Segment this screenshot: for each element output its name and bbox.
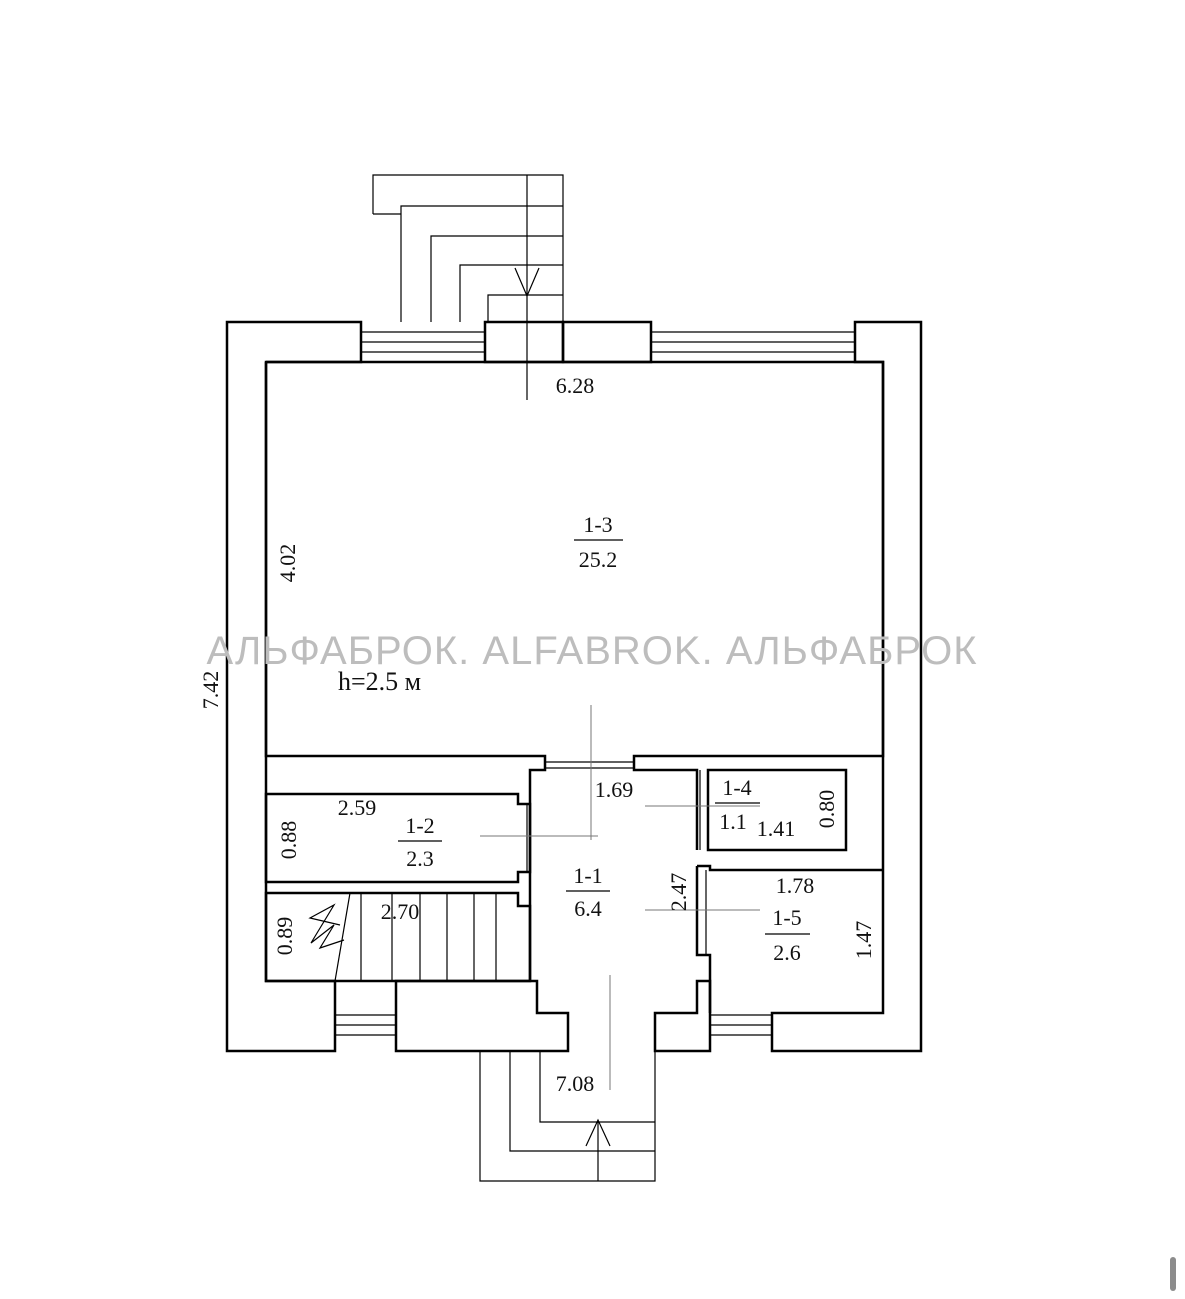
room-1-2-id: 1-2: [405, 813, 434, 838]
bottom-entry-arrow: [585, 1118, 611, 1181]
room-1-3-area: 25.2: [579, 547, 618, 572]
bottom-right-window: [710, 1014, 772, 1036]
room-1-1-area: 6.4: [574, 896, 602, 921]
room-1-4-id: 1-4: [722, 775, 751, 800]
dimension-bath-length: 1.41: [757, 816, 796, 841]
room-1-3-walls: [264, 360, 885, 850]
dimension-room15-length: 1.78: [776, 873, 815, 898]
axis-lines: [480, 705, 760, 1090]
dimension-room15-width: 1.47: [851, 921, 876, 960]
dimension-top-width: 6.28: [556, 373, 595, 398]
watermark: АЛЬФАБРОК. ALFABROK. АЛЬФАБРОК: [206, 629, 977, 673]
outer-walls: [225, 320, 923, 1053]
room-1-4-walls: [699, 768, 848, 852]
room-1-5-id: 1-5: [772, 905, 801, 930]
room-label-1-2: 1-2 2.3: [398, 813, 442, 871]
room-label-1-5: 1-5 2.6: [765, 905, 810, 965]
room-1-3-id: 1-3: [583, 512, 612, 537]
top-entrance-stairs: [372, 174, 564, 322]
dimension-door-width: 1.69: [595, 777, 634, 802]
ceiling-height-label: h=2.5 м: [338, 667, 421, 696]
top-left-window: [361, 331, 485, 353]
dimension-corridor-length: 2.47: [666, 873, 691, 912]
room-1-4-area: 1.1: [719, 809, 747, 834]
room-1-2-walls: [264, 792, 532, 884]
room-1-5-area: 2.6: [773, 940, 801, 965]
dimension-stair-length: 2.70: [381, 899, 420, 924]
room-1-2-area: 2.3: [406, 846, 434, 871]
room-label-1-4: 1-4 1.1: [715, 775, 760, 834]
dimension-hall-depth: 4.02: [275, 544, 300, 583]
dimension-bath-width: 0.80: [814, 790, 839, 829]
room-label-1-3: 1-3 25.2: [574, 512, 623, 572]
room-label-1-1: 1-1 6.4: [566, 863, 610, 921]
bottom-left-window: [335, 1014, 396, 1036]
dimension-bottom-width: 7.08: [556, 1071, 595, 1096]
dimension-storage-depth: 0.88: [276, 821, 301, 860]
scrollbar[interactable]: [1170, 1257, 1176, 1291]
dimension-stair-width: 0.89: [272, 917, 297, 956]
dimension-storage-length: 2.59: [338, 795, 377, 820]
top-right-window: [651, 331, 855, 353]
top-entry-arrow: [514, 175, 540, 400]
bottom-entrance-stairs: [479, 1051, 656, 1182]
room-1-1-id: 1-1: [573, 863, 602, 888]
dimension-outer-height: 7.42: [198, 671, 223, 710]
